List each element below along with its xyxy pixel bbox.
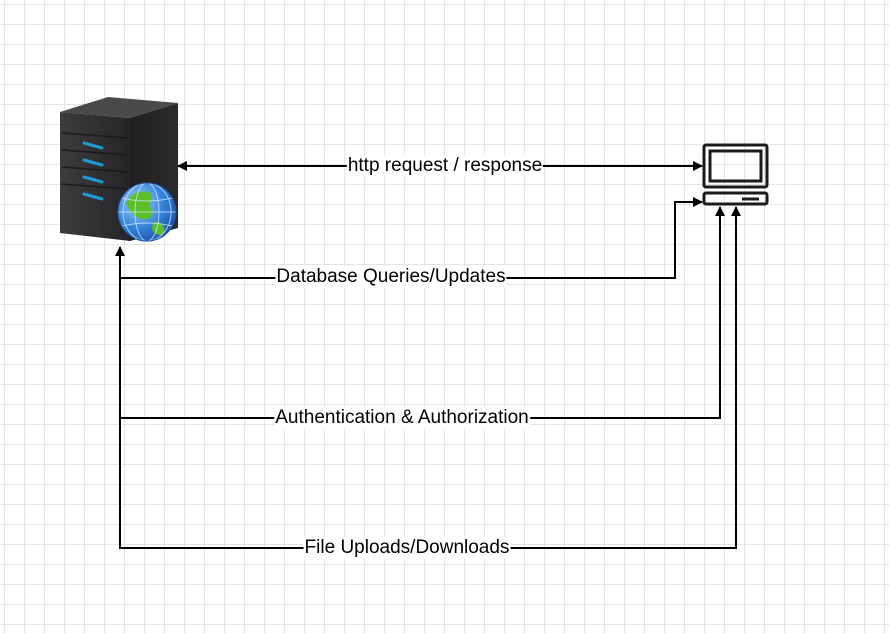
edge-label-http: http request / response — [346, 155, 544, 177]
server-node[interactable] — [60, 97, 178, 242]
edge-label-files: File Uploads/Downloads — [303, 537, 511, 559]
globe-icon — [117, 182, 177, 242]
laptop-icon — [702, 143, 769, 206]
edge-label-database: Database Queries/Updates — [275, 266, 507, 288]
client-node[interactable] — [702, 143, 769, 206]
edge-database-line[interactable] — [115, 197, 703, 279]
web-server-globe-icon — [60, 97, 178, 242]
edge-label-auth: Authentication & Authorization — [274, 407, 530, 429]
